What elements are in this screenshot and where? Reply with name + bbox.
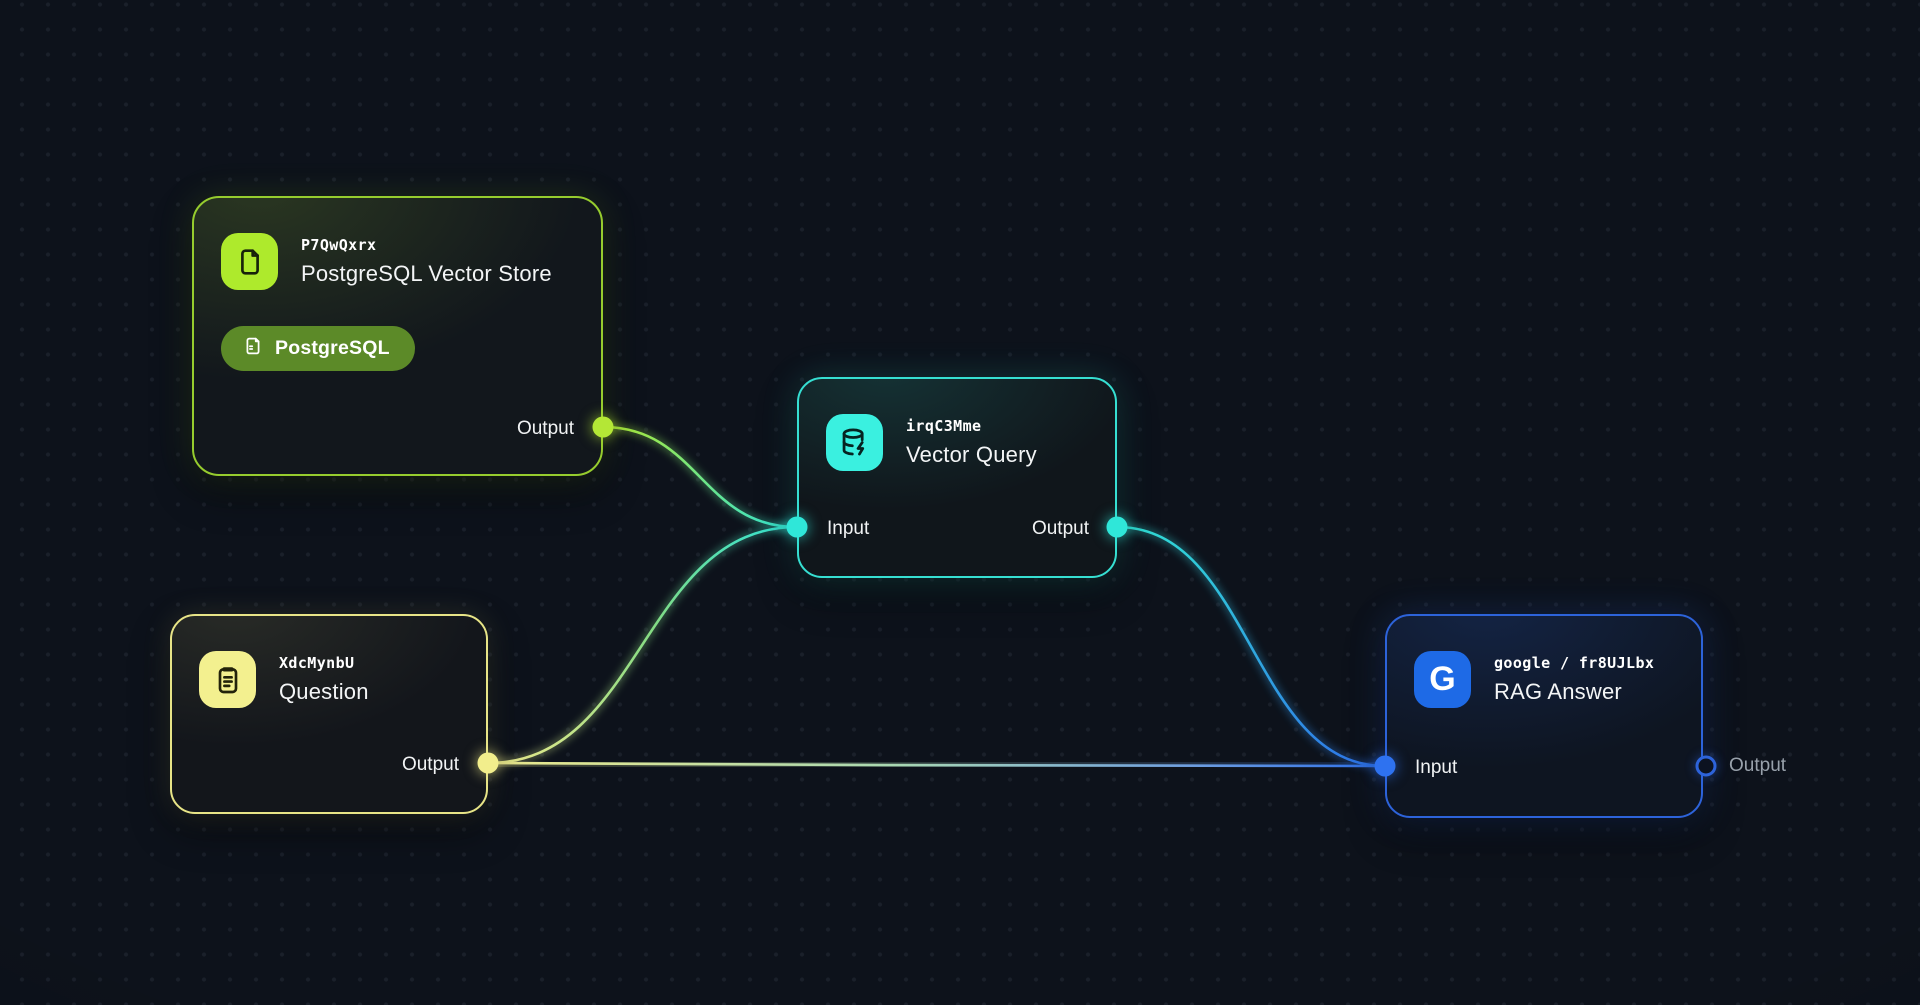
port-vector-store-output[interactable] <box>592 416 614 438</box>
node-title: Question <box>279 679 369 704</box>
badge-label: PostgreSQL <box>275 337 390 359</box>
node-title: PostgreSQL Vector Store <box>301 261 552 286</box>
node-ref: google / fr8UJLbx <box>1494 654 1655 672</box>
edge-vector-store-to-vector-query[interactable] <box>599 423 801 531</box>
node-header: XdcMynbU Question <box>172 616 486 708</box>
document-icon <box>242 335 264 363</box>
google-g-letter: G <box>1429 659 1456 698</box>
rag-answer-output-label: Output <box>1729 755 1787 776</box>
node-postgresql-vector-store[interactable]: P7QwQxrx PostgreSQL Vector Store Postgre… <box>192 196 603 476</box>
port-rag-answer-input[interactable] <box>1374 755 1396 777</box>
google-g-icon: G <box>1414 651 1471 708</box>
port-label-output: Output <box>1031 518 1089 539</box>
port-label-input: Input <box>1415 757 1458 778</box>
port-vector-query-input[interactable] <box>786 516 808 538</box>
port-vector-query-output[interactable] <box>1106 516 1128 538</box>
node-text: XdcMynbU Question <box>279 651 369 705</box>
port-question-output[interactable] <box>477 752 499 774</box>
file-icon <box>221 233 278 290</box>
node-title: RAG Answer <box>1494 679 1622 704</box>
port-label-input: Input <box>827 518 870 539</box>
port-label-output: Output <box>516 418 574 439</box>
clipboard-icon <box>199 651 256 708</box>
node-ref: XdcMynbU <box>279 654 355 672</box>
node-ref: irqC3Mme <box>906 417 982 435</box>
port-rag-answer-output[interactable] <box>1695 755 1717 777</box>
edge-question-to-rag-answer[interactable] <box>484 759 1389 770</box>
edge-question-to-vector-query[interactable] <box>484 523 801 767</box>
node-ref: P7QwQxrx <box>301 236 377 254</box>
node-header: G google / fr8UJLbx RAG Answer <box>1387 616 1701 708</box>
node-text: irqC3Mme Vector Query <box>906 414 1037 468</box>
node-header: P7QwQxrx PostgreSQL Vector Store <box>194 198 601 290</box>
edge-vector-query-to-rag-answer[interactable] <box>1113 523 1389 770</box>
node-header: irqC3Mme Vector Query <box>799 379 1115 471</box>
node-question[interactable]: XdcMynbU Question Output <box>170 614 488 814</box>
node-rag-answer[interactable]: G google / fr8UJLbx RAG Answer Input <box>1385 614 1703 818</box>
postgresql-badge[interactable]: PostgreSQL <box>221 326 415 371</box>
node-text: P7QwQxrx PostgreSQL Vector Store <box>301 233 552 287</box>
database-bolt-icon <box>826 414 883 471</box>
node-vector-query[interactable]: irqC3Mme Vector Query Input Output <box>797 377 1117 578</box>
node-text: google / fr8UJLbx RAG Answer <box>1494 651 1654 705</box>
port-label-output: Output <box>401 754 459 775</box>
node-title: Vector Query <box>906 442 1037 467</box>
